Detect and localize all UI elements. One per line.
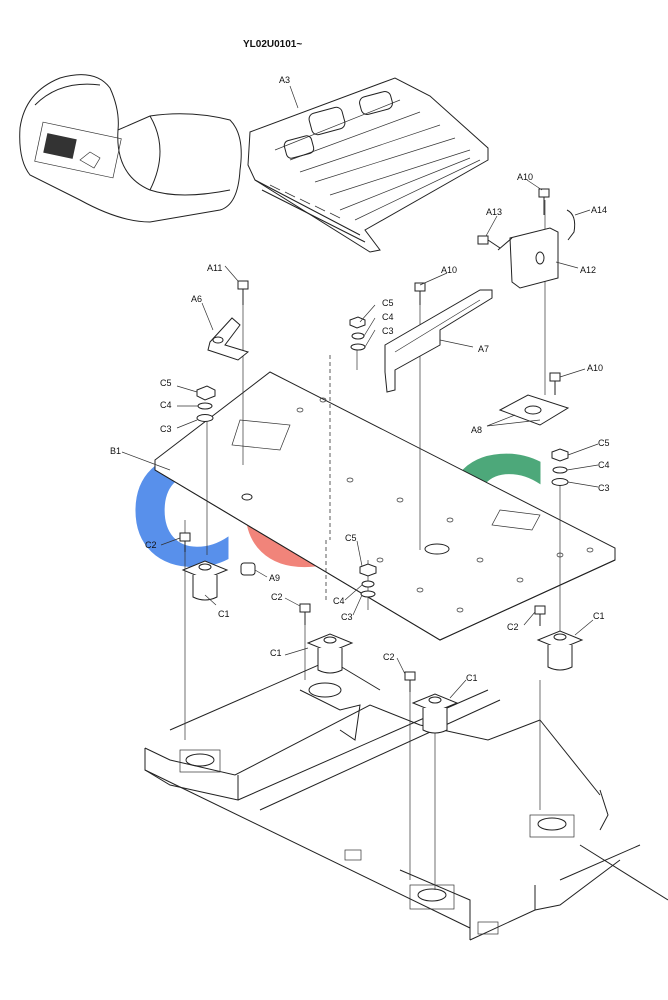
label-A8: A8: [471, 425, 482, 435]
part-A12-bracket: [497, 227, 559, 289]
stack-center-top: [349, 316, 366, 351]
label-A9: A9: [269, 573, 280, 583]
label-B1: B1: [110, 446, 121, 456]
label-A12: A12: [580, 265, 596, 275]
part-A6-bracket: [207, 317, 250, 361]
label-C2-1: C2: [145, 540, 157, 550]
seat-illustration: [19, 74, 242, 223]
leader-lines: [121, 85, 599, 699]
label-C1-4: C1: [593, 611, 605, 621]
bolts: [179, 188, 561, 692]
bolt-A11: [237, 280, 249, 305]
bolt-C2-4: [534, 605, 546, 626]
bolt-A10-upper: [538, 188, 550, 215]
washer-stacks: [196, 316, 569, 598]
stack-right: [551, 448, 569, 486]
label-C2-4: C2: [507, 622, 519, 632]
mount-C1-4: [536, 630, 584, 671]
part-labels: A3 A6 A11 C5 C4 C3 B1 C2 C1 A9 C5 C4 C3 …: [110, 75, 610, 683]
bolt-C2-2: [299, 603, 311, 625]
serial-range-label: YL02U0101~: [243, 39, 303, 50]
part-A3-mat: [247, 77, 489, 253]
label-C4-left: C4: [160, 400, 172, 410]
label-C5-left: C5: [160, 378, 172, 388]
part-A7-bracket: [384, 289, 493, 393]
label-C3-center-top: C3: [382, 326, 394, 336]
part-A8-plate: [498, 394, 570, 426]
label-C4-center-bottom: C4: [333, 596, 345, 606]
label-C5-right: C5: [598, 438, 610, 448]
label-A13: A13: [486, 207, 502, 217]
stack-center-bottom: [359, 563, 377, 598]
mount-C1-2: [306, 633, 354, 674]
label-A10-upper: A10: [517, 172, 533, 182]
label-C1-1: C1: [218, 609, 230, 619]
label-C3-left: C3: [160, 424, 172, 434]
label-C1-3: C1: [466, 673, 478, 683]
part-B1-floor-plate: [154, 371, 616, 641]
bolt-A10-mid: [414, 282, 426, 305]
label-C5-center-bottom: C5: [345, 533, 357, 543]
mounts-C1: [181, 560, 584, 734]
part-A9-spacer: [240, 562, 256, 576]
base-frame: [144, 659, 668, 941]
label-A14: A14: [591, 205, 607, 215]
bolt-A10-lower: [549, 372, 561, 395]
label-A10-lower: A10: [587, 363, 603, 373]
part-A14-clip: [566, 209, 576, 241]
label-C2-2: C2: [271, 592, 283, 602]
bolt-A13: [477, 235, 501, 249]
label-A3: A3: [279, 75, 290, 85]
label-A7: A7: [478, 344, 489, 354]
label-C3-center-bottom: C3: [341, 612, 353, 622]
label-C1-2: C1: [270, 648, 282, 658]
stack-left: [196, 385, 216, 422]
label-C4-center-top: C4: [382, 312, 394, 322]
mount-C1-1: [181, 560, 229, 601]
label-A11: A11: [207, 263, 222, 273]
label-A6: A6: [191, 294, 202, 304]
label-C5-center-top: C5: [382, 298, 394, 308]
bolt-C2-1: [179, 532, 191, 552]
bolt-C2-3: [404, 671, 416, 692]
label-C3-right: C3: [598, 483, 610, 493]
label-A10-mid: A10: [441, 265, 457, 275]
label-C2-3: C2: [383, 652, 395, 662]
mount-C1-3: [411, 693, 459, 734]
label-C4-right: C4: [598, 460, 610, 470]
